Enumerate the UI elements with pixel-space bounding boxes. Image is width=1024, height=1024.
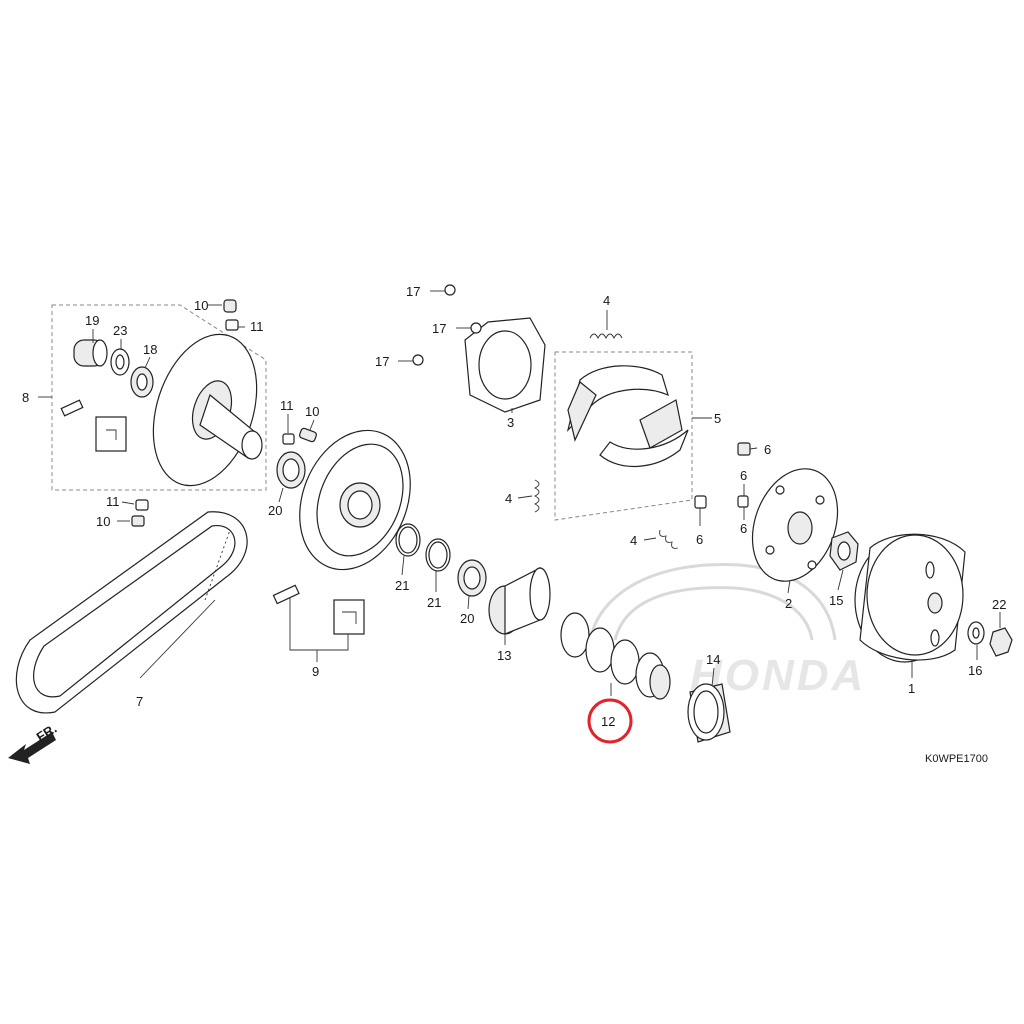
- honda-watermark: HONDA: [588, 562, 863, 700]
- part-4-spring-low: [659, 529, 679, 549]
- label-17: 17: [375, 354, 389, 369]
- label-14: 14: [706, 652, 720, 667]
- label-1: 1: [908, 681, 915, 696]
- label-18: 18: [143, 342, 157, 357]
- label-12: 12: [601, 714, 615, 729]
- group-box-5: [554, 351, 693, 521]
- part-17-clip-c: [412, 354, 424, 366]
- label-7: 7: [136, 694, 143, 709]
- part-4-spring-top: [589, 333, 623, 340]
- part-10-bolt-top: [223, 299, 237, 313]
- label-11: 11: [250, 319, 264, 334]
- part-13-guide-collar: [488, 567, 551, 635]
- part-3-plate: [464, 317, 546, 413]
- part-23-washer: [110, 348, 130, 376]
- label-20: 20: [268, 503, 282, 518]
- part-15-nut: [829, 531, 859, 571]
- part-14-collar: [687, 683, 731, 743]
- part-1-clutch-outer: [854, 533, 966, 663]
- part-8-pin: [60, 399, 84, 417]
- part-20-oil-seal-right: [457, 559, 487, 597]
- label-2: 2: [785, 596, 792, 611]
- part-6-nut-c: [694, 495, 707, 509]
- part-11-nut-low: [135, 499, 149, 511]
- part-9-pin: [272, 584, 300, 605]
- front-direction-arrow: [8, 732, 56, 764]
- label-10: 10: [305, 404, 319, 419]
- front-direction-label: FR.: [34, 721, 60, 745]
- label-13: 13: [497, 648, 511, 663]
- label-21: 21: [395, 578, 409, 593]
- part-17-clip-a: [444, 284, 456, 296]
- part-19-collar: [73, 339, 108, 367]
- label-4: 4: [603, 293, 610, 308]
- part-9-movable-face: [299, 429, 411, 571]
- part-16-washer: [967, 621, 985, 645]
- diagram-code: K0WPE1700: [925, 753, 988, 765]
- label-8: 8: [22, 390, 29, 405]
- part-20-oil-seal-left: [276, 451, 306, 489]
- label-21: 21: [427, 595, 441, 610]
- part-labels: 10 11 19 23 18 8 11 10 20 11 10 9 7 21 2…: [22, 284, 1006, 729]
- part-5-clutch-shoes: [566, 365, 689, 467]
- highlight-circle-12: [587, 698, 633, 744]
- label-16: 16: [968, 663, 982, 678]
- part-22-nut: [989, 627, 1013, 657]
- part-17-clip-b: [470, 322, 482, 334]
- part-6-nut-a: [737, 442, 751, 456]
- part-12-clutch-spring: [560, 612, 671, 700]
- part-7-drive-belt: [15, 511, 248, 714]
- label-11: 11: [280, 398, 294, 413]
- label-3: 3: [507, 415, 514, 430]
- part-10-bolt-mid: [299, 427, 317, 443]
- part-21-ring-b: [425, 538, 451, 572]
- label-10: 10: [96, 514, 110, 529]
- part-21-ring-a: [395, 523, 421, 557]
- part-8-drive-face: [152, 333, 263, 487]
- label-9: 9: [312, 664, 319, 679]
- label-22: 22: [992, 597, 1006, 612]
- label-4: 4: [630, 533, 637, 548]
- label-6: 6: [764, 442, 771, 457]
- label-11: 11: [106, 494, 120, 509]
- label-17: 17: [432, 321, 446, 336]
- part-11-nut-mid: [282, 433, 295, 445]
- part-10-bolt-low: [131, 515, 145, 527]
- label-23: 23: [113, 323, 127, 338]
- label-4: 4: [505, 491, 512, 506]
- group-box-8: [51, 304, 267, 491]
- part-11-nut-top: [225, 319, 239, 331]
- part-6-nut-b: [737, 495, 749, 508]
- label-19: 19: [85, 313, 99, 328]
- label-6: 6: [740, 468, 747, 483]
- label-6: 6: [696, 532, 703, 547]
- part-4-spring-mid: [533, 479, 540, 513]
- label-6: 6: [740, 521, 747, 536]
- part-8-label-card: [95, 416, 127, 452]
- part-18-bearing: [130, 366, 154, 398]
- part-2-drive-plate: [751, 468, 839, 582]
- label-5: 5: [714, 411, 721, 426]
- leader-lines: [38, 290, 1001, 696]
- label-20: 20: [460, 611, 474, 626]
- label-17: 17: [406, 284, 420, 299]
- label-10: 10: [194, 298, 208, 313]
- label-15: 15: [829, 593, 843, 608]
- part-9-label-card: [333, 599, 365, 635]
